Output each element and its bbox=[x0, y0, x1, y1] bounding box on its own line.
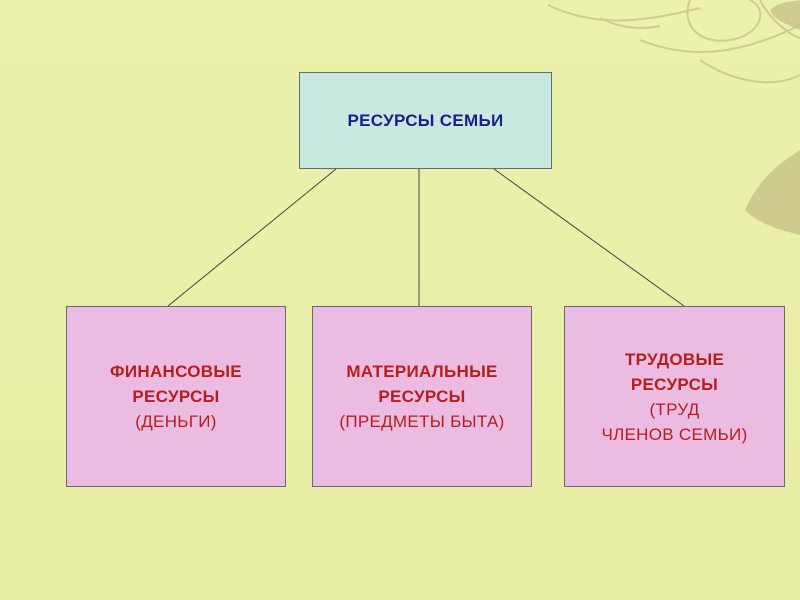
child-node-labor-line-4: ЧЛЕНОВ СЕМЬИ) bbox=[601, 424, 748, 444]
root-node-family-resources: РЕСУРСЫ СЕМЬИ bbox=[299, 72, 552, 169]
child-node-material-line-2: РЕСУРСЫ bbox=[378, 387, 466, 406]
child-node-financial-resources: ФИНАНСОВЫЕ РЕСУРСЫ (ДЕНЬГИ) bbox=[66, 306, 286, 487]
root-node-label: РЕСУРСЫ СЕМЬИ bbox=[347, 110, 504, 130]
child-node-material-line-3: (ПРЕДМЕТЫ БЫТА) bbox=[339, 412, 505, 431]
child-node-financial-line-3: (ДЕНЬГИ) bbox=[135, 412, 217, 431]
connector-line-financial bbox=[167, 168, 337, 307]
child-node-material-resources: МАТЕРИАЛЬНЫЕ РЕСУРСЫ (ПРЕДМЕТЫ БЫТА) bbox=[312, 306, 532, 487]
connector-line-labor bbox=[493, 168, 685, 307]
child-node-financial-line-1: ФИНАНСОВЫЕ bbox=[110, 362, 242, 381]
child-node-labor-resources: ТРУДОВЫЕ РЕСУРСЫ (ТРУД ЧЛЕНОВ СЕМЬИ) bbox=[564, 306, 785, 487]
child-node-material-line-1: МАТЕРИАЛЬНЫЕ bbox=[346, 362, 498, 381]
child-node-financial-line-2: РЕСУРСЫ bbox=[132, 387, 220, 406]
child-node-labor-line-1: ТРУДОВЫЕ bbox=[624, 349, 725, 369]
child-node-labor-line-3: (ТРУД bbox=[649, 399, 700, 419]
child-node-labor-line-2: РЕСУРСЫ bbox=[630, 374, 719, 394]
